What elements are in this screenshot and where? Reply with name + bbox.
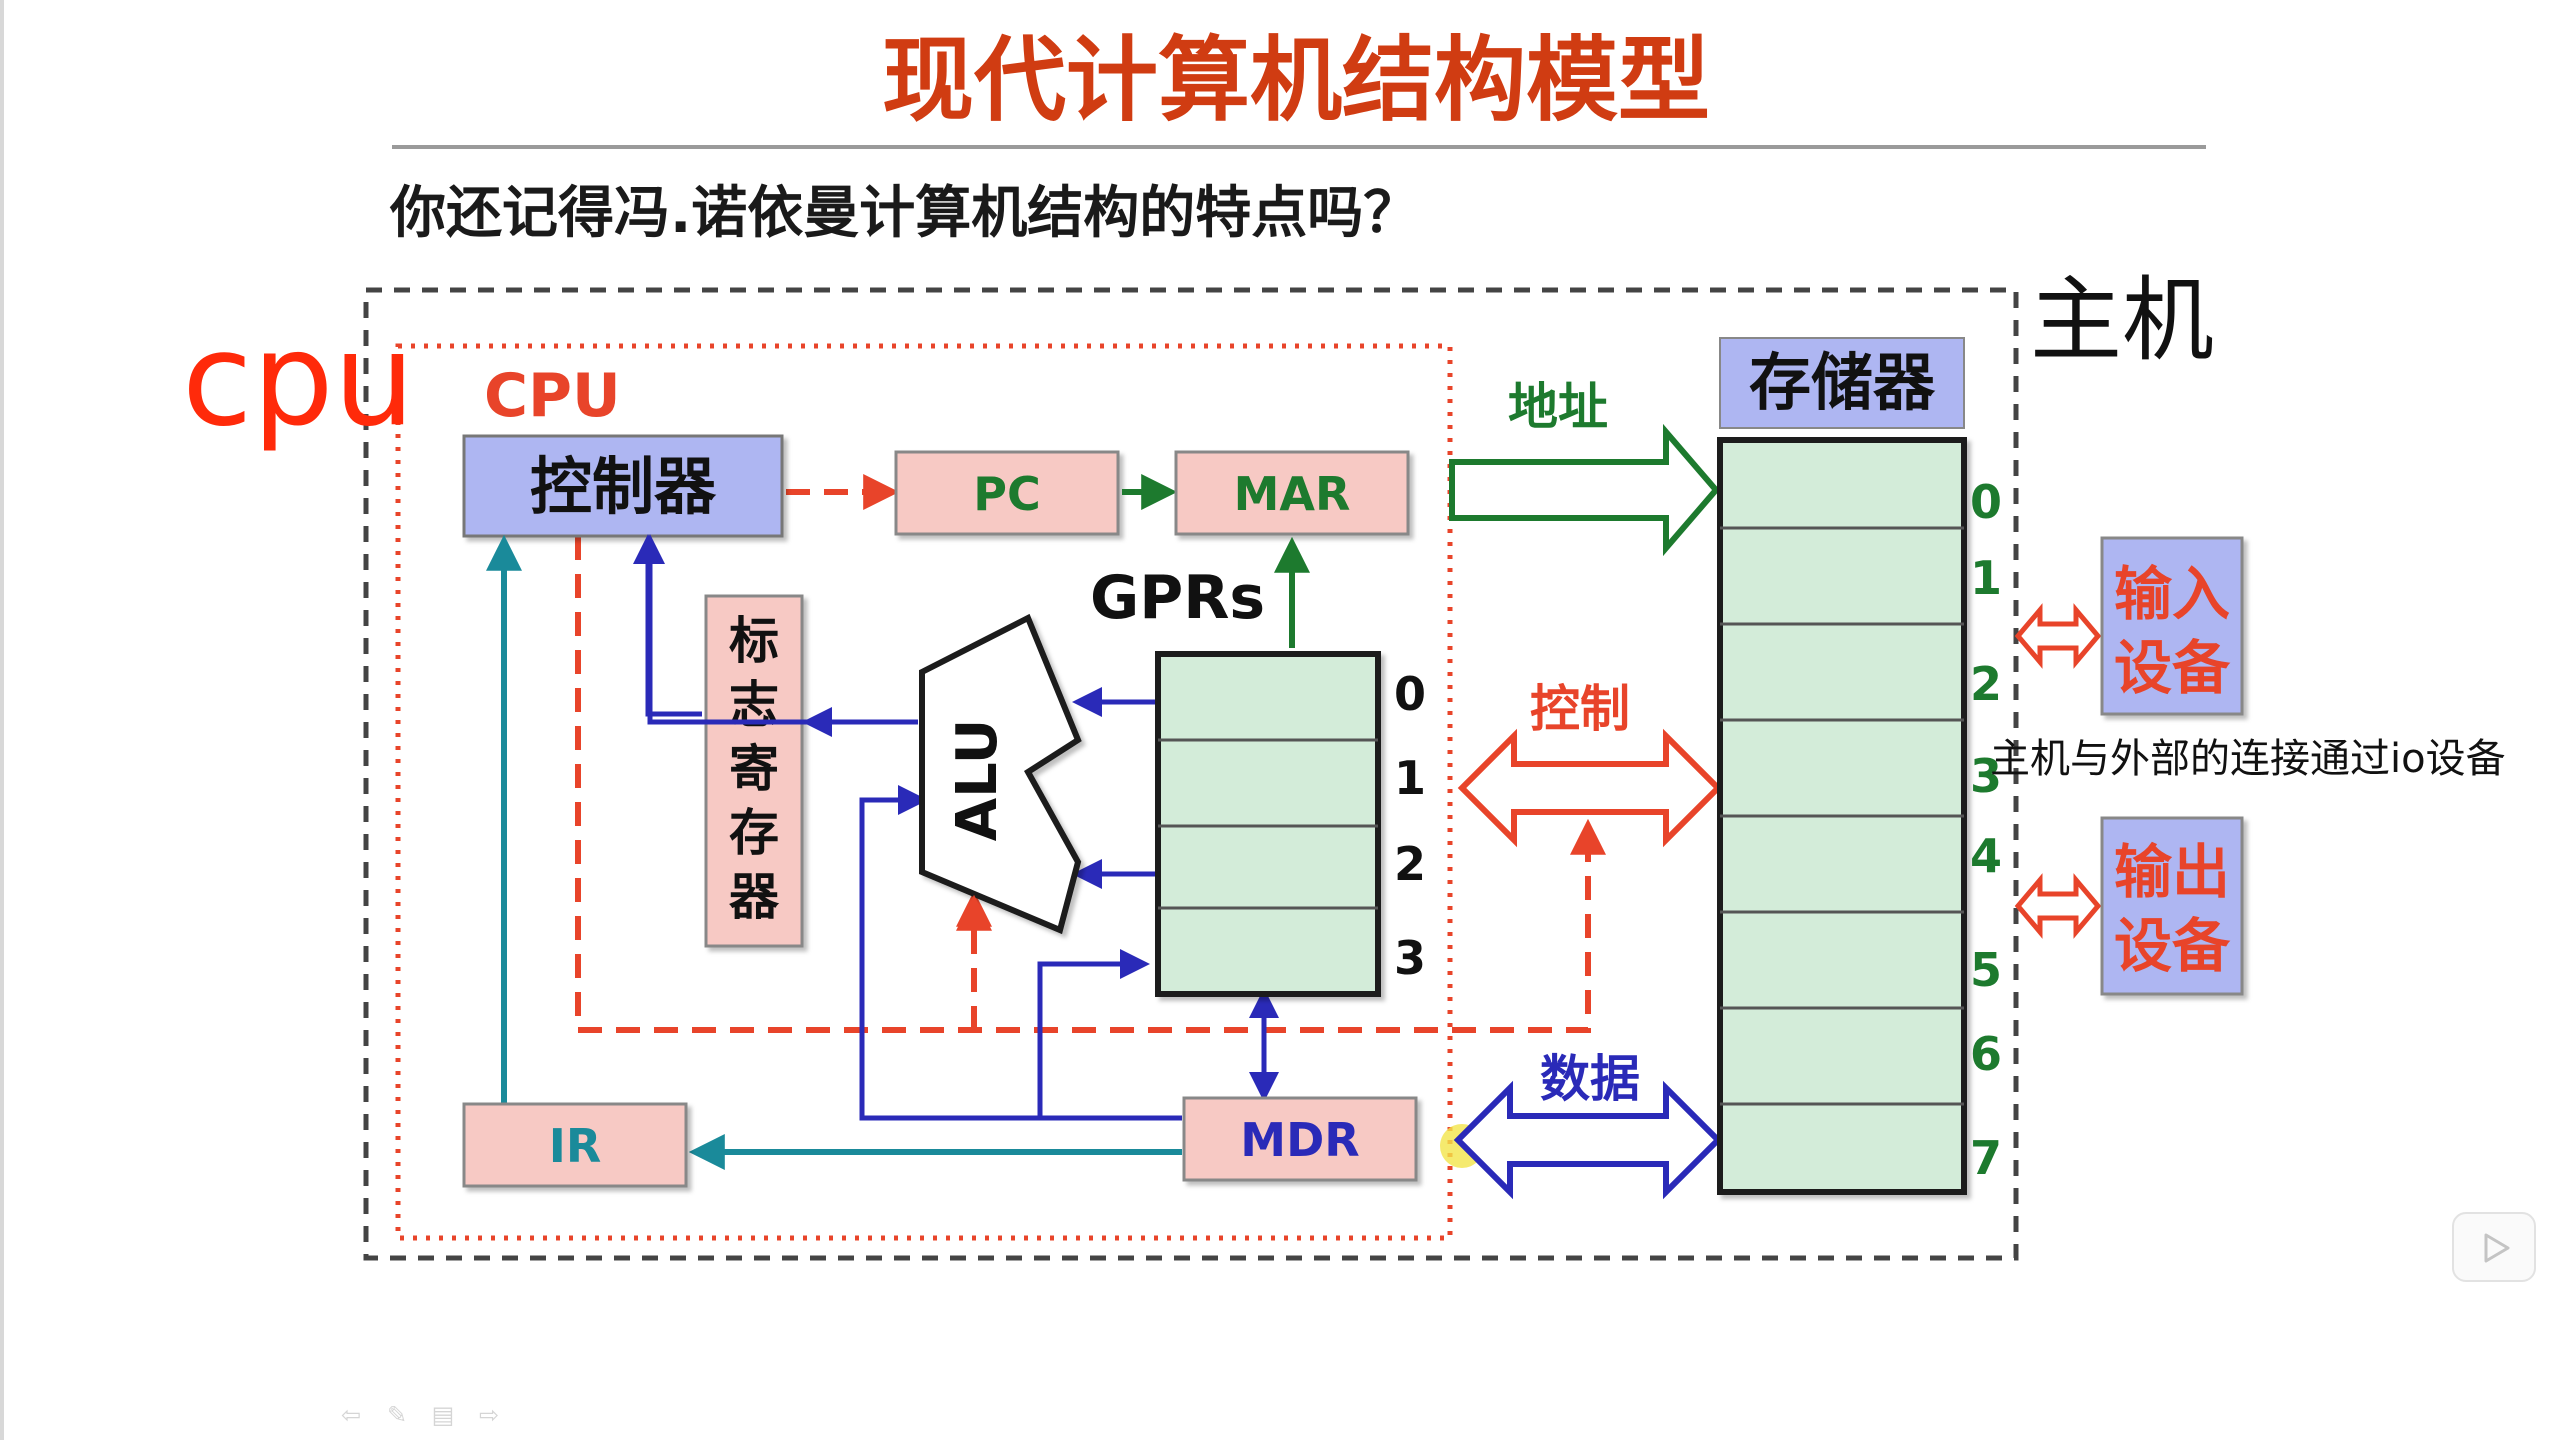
- pc-box: [894, 450, 1120, 536]
- mar-box: [1174, 450, 1410, 536]
- flags-register-box: [704, 594, 804, 948]
- alu-label: ALU: [945, 719, 1010, 842]
- output-device-line2: 设备: [2114, 912, 2231, 980]
- memory-label-box: [1719, 337, 1965, 429]
- svg-text:志: 志: [729, 676, 779, 734]
- pc-label: PC: [973, 467, 1040, 521]
- output-device-line1: 输出: [2114, 838, 2230, 906]
- mar-label: MAR: [1234, 467, 1351, 521]
- svg-text:0: 0: [1394, 667, 1426, 721]
- svg-text:3: 3: [1394, 931, 1426, 985]
- svg-text:标: 标: [729, 612, 779, 670]
- host-annotation: 主机: [2030, 267, 2214, 374]
- data-bus-label: 数据: [1540, 1050, 1640, 1108]
- window-edge: [0, 0, 4, 1440]
- memory-block: [1717, 437, 1967, 1195]
- svg-text:4: 4: [1970, 829, 2002, 883]
- play-button[interactable]: [2452, 1212, 2536, 1282]
- cpu-label: CPU: [484, 361, 621, 431]
- cpu-boundary: [395, 343, 1453, 1241]
- output-link-arrow: [2014, 873, 2102, 939]
- slide-nav: ⇦ ✎ ▤ ⇨: [338, 1402, 502, 1432]
- svg-text:6: 6: [1970, 1027, 2002, 1081]
- input-device-line2: 设备: [2114, 634, 2231, 702]
- memory-label: 存储器: [1749, 346, 1936, 419]
- host-boundary: [363, 287, 2019, 1261]
- control-bus-label: 控制: [1530, 680, 1630, 738]
- teal-paths: [486, 534, 1182, 1170]
- input-link-arrow: [2014, 603, 2102, 669]
- gprs-indices: 0 1 2 3: [1394, 667, 1426, 985]
- svg-text:寄: 寄: [729, 740, 779, 798]
- ir-label: IR: [549, 1119, 602, 1173]
- input-device-box: [2100, 536, 2244, 716]
- address-bus-arrow: [1449, 423, 1720, 557]
- svg-text:1: 1: [1970, 551, 2002, 605]
- controller-label: 控制器: [530, 450, 717, 523]
- slide-title: 现代计算机结构模型: [882, 27, 1710, 134]
- flags-register-label: 标 志 寄 存 器: [729, 612, 780, 926]
- svg-text:存: 存: [729, 804, 779, 862]
- memory-indices: 0 1 2 3 4 5 6 7: [1970, 475, 2002, 1185]
- alu-shape: [919, 613, 1082, 935]
- gprs-label: GPRs: [1090, 563, 1265, 633]
- flags-to-controller: [633, 534, 702, 717]
- svg-text:2: 2: [1394, 837, 1426, 891]
- svg-text:3: 3: [1970, 749, 2002, 803]
- gprs-block: [1155, 651, 1381, 997]
- prev-icon[interactable]: ⇦: [340, 1401, 362, 1429]
- pen-icon[interactable]: ✎: [386, 1401, 408, 1429]
- svg-text:器: 器: [729, 868, 780, 926]
- menu-icon[interactable]: ▤: [431, 1401, 455, 1429]
- output-device-box: [2100, 816, 2244, 996]
- mdr-box: [1182, 1096, 1418, 1182]
- next-icon[interactable]: ⇨: [478, 1401, 500, 1429]
- svg-text:5: 5: [1970, 943, 2002, 997]
- cpu-annotation: cpu: [182, 306, 415, 455]
- io-note-annotation: 主机与外部的连接通过io设备: [1990, 736, 2506, 782]
- svg-text:2: 2: [1970, 657, 2002, 711]
- svg-text:7: 7: [1970, 1131, 2002, 1185]
- ir-box: [462, 1102, 688, 1188]
- controller-box: [462, 434, 784, 538]
- question-text: 你还记得冯.诺依曼计算机结构的特点吗？: [389, 181, 1419, 246]
- mdr-label: MDR: [1240, 1113, 1359, 1167]
- svg-text:1: 1: [1394, 751, 1426, 805]
- control-bus-arrow: [1457, 728, 1723, 848]
- input-device-line1: 输入: [2114, 560, 2230, 628]
- address-bus-label: 地址: [1508, 378, 1608, 436]
- svg-text:0: 0: [1970, 475, 2002, 529]
- play-icon: [2484, 1233, 2510, 1263]
